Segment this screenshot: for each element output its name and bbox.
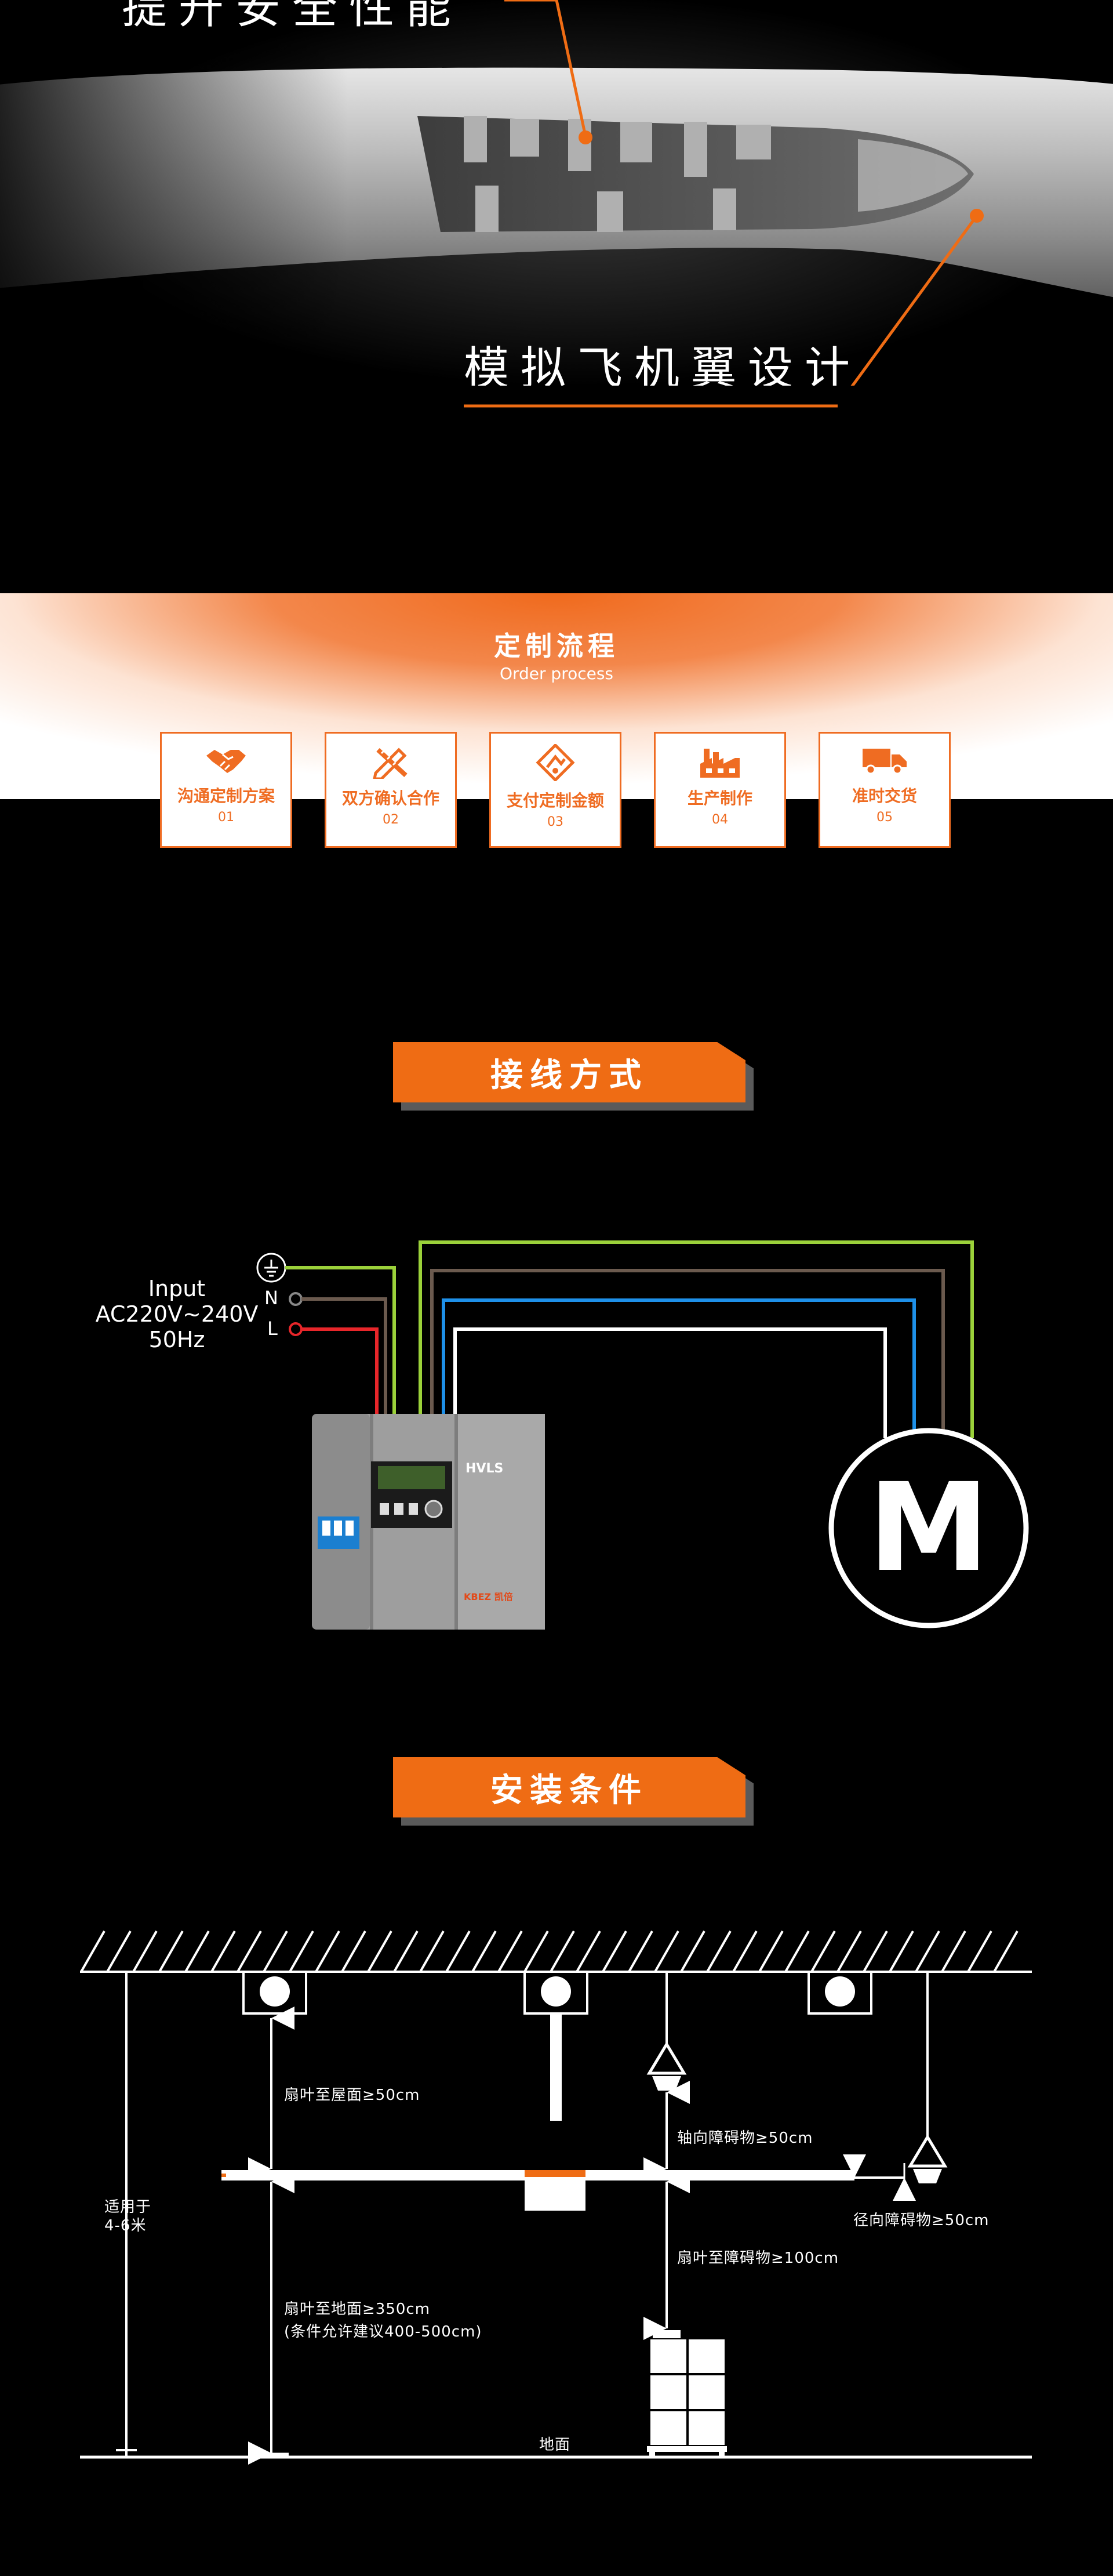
blade-profile-illustration [0,0,1113,386]
top-callout-text: 提升安全性能 [122,0,463,34]
order-step-label: 沟通定制方案 [177,786,275,806]
motor-circle [828,1428,1029,1628]
handshake-icon [206,750,246,773]
install-drawing [80,1931,1032,2465]
factory-icon [700,749,740,778]
motor-label: M [868,1457,990,1599]
wiring-title-banner: 接线方式 [393,1042,754,1111]
wiring-title: 接线方式 [393,1042,745,1102]
truck-icon [863,749,907,775]
order-step-5: 准时交货 05 [819,732,951,848]
order-step-1: 沟通定制方案 01 [160,732,292,848]
blade-to-floor-label: 扇叶至地面≥350cm [284,2301,431,2318]
applicable-height-label: 适用于 4-6米 [104,2198,152,2234]
install-diagram: 适用于 4-6米 扇叶至屋面≥50cm 轴向障碍物≥50cm 径向障碍物≥50c… [0,1914,1113,2494]
order-step-number: 02 [383,812,399,827]
order-step-number: 05 [876,810,893,825]
blade-to-floor-note: (条件允许建议400-500cm) [284,2323,482,2341]
axial-obstacle-label: 轴向障碍物≥50cm [677,2129,813,2147]
controller-brand: HVLS [465,1461,504,1476]
order-step-label: 生产制作 [687,789,752,808]
order-steps: 沟通定制方案 01 双方确认合作 02 支付定制金额 03 生产制作 [0,593,1113,860]
controller-logo: KBEZ 凯倍 [464,1591,513,1602]
blade-section: 提升安全性能 模拟飞机翼设计 [0,0,1113,386]
payment-icon [536,743,575,782]
terminal-n-label: N [264,1287,278,1309]
blade-to-obstacle-label: 扇叶至障碍物≥100cm [677,2250,839,2267]
order-step-number: 03 [547,815,563,829]
order-step-label: 双方确认合作 [341,789,439,808]
floor-label: 地面 [539,2436,571,2454]
order-step-4: 生产制作 04 [654,732,786,848]
order-step-label: 准时交货 [852,786,917,806]
order-step-number: 01 [218,810,234,825]
blade-to-roof-label: 扇叶至屋面≥50cm [284,2087,420,2104]
order-process-subtitle: Order process [499,664,614,683]
radial-obstacle-label: 径向障碍物≥50cm [853,2212,990,2229]
order-step-3: 支付定制金额 03 [489,732,621,848]
wiring-lines [256,1240,1029,1630]
wiring-diagram: Input AC220V~240V 50Hz N L HVLS KBEZ 凯倍 … [0,1218,1113,1659]
pencil-ruler-icon [372,748,408,781]
order-step-label: 支付定制金额 [506,791,604,810]
bottom-callout-text: 模拟飞机翼设计 [464,343,862,386]
terminal-l-label: L [267,1318,278,1340]
order-process-title: 定制流程 [494,630,619,662]
callout-underline [464,404,838,408]
input-label: Input AC220V~240V 50Hz [95,1276,259,1352]
install-title-banner: 安装条件 [393,1757,754,1826]
order-step-number: 04 [712,812,728,827]
install-title: 安装条件 [393,1757,745,1817]
order-step-2: 双方确认合作 02 [325,732,457,848]
